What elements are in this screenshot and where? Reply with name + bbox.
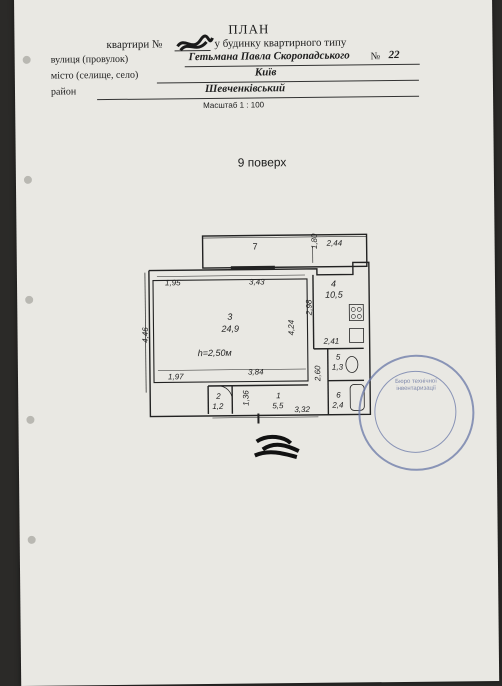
- floor-plan: [14, 0, 499, 686]
- room-3-area: 24,9: [221, 324, 239, 334]
- room-2-area: 1,2: [212, 402, 223, 411]
- dim-2-60: 2,60: [313, 366, 322, 382]
- dim-2-98: 2,98: [304, 300, 313, 316]
- dim-3-32: 3,32: [294, 405, 310, 414]
- bottom-scribble: [255, 437, 299, 458]
- ceiling-height: h=2,50м: [198, 348, 232, 358]
- dim-1-36: 1,36: [241, 390, 250, 406]
- dim-1-97: 1,97: [168, 372, 184, 381]
- dim-4-24: 4,24: [287, 320, 296, 336]
- room-4-number: 4: [331, 279, 336, 289]
- room-5-number: 5: [336, 353, 341, 362]
- room-1-area: 5,5: [272, 401, 283, 410]
- dim-1-95: 1,95: [165, 278, 181, 287]
- stamp-text: Бюро технічної інвентаризації: [386, 378, 446, 393]
- dim-3-43: 3,43: [249, 277, 265, 286]
- dim-2-44: 2,44: [327, 239, 343, 248]
- room-6-area: 2,4: [332, 401, 343, 410]
- dim-4-46: 4,46: [141, 327, 150, 343]
- room-3-number: 3: [227, 312, 232, 322]
- room-7-number: 7: [253, 241, 258, 251]
- room-2-number: 2: [216, 392, 221, 401]
- dim-1-80: 1,80: [310, 234, 319, 250]
- room-4-area: 10,5: [325, 290, 343, 300]
- dim-2-41: 2,41: [324, 337, 340, 346]
- document-page: ПЛАН квартири № у будинку квартирного ти…: [14, 0, 499, 686]
- room-1-number: 1: [276, 391, 281, 400]
- official-stamp: Бюро технічної інвентаризації: [358, 354, 475, 471]
- dim-3-84: 3,84: [248, 367, 264, 376]
- room-6-number: 6: [336, 391, 341, 400]
- room-5-area: 1,3: [332, 363, 343, 372]
